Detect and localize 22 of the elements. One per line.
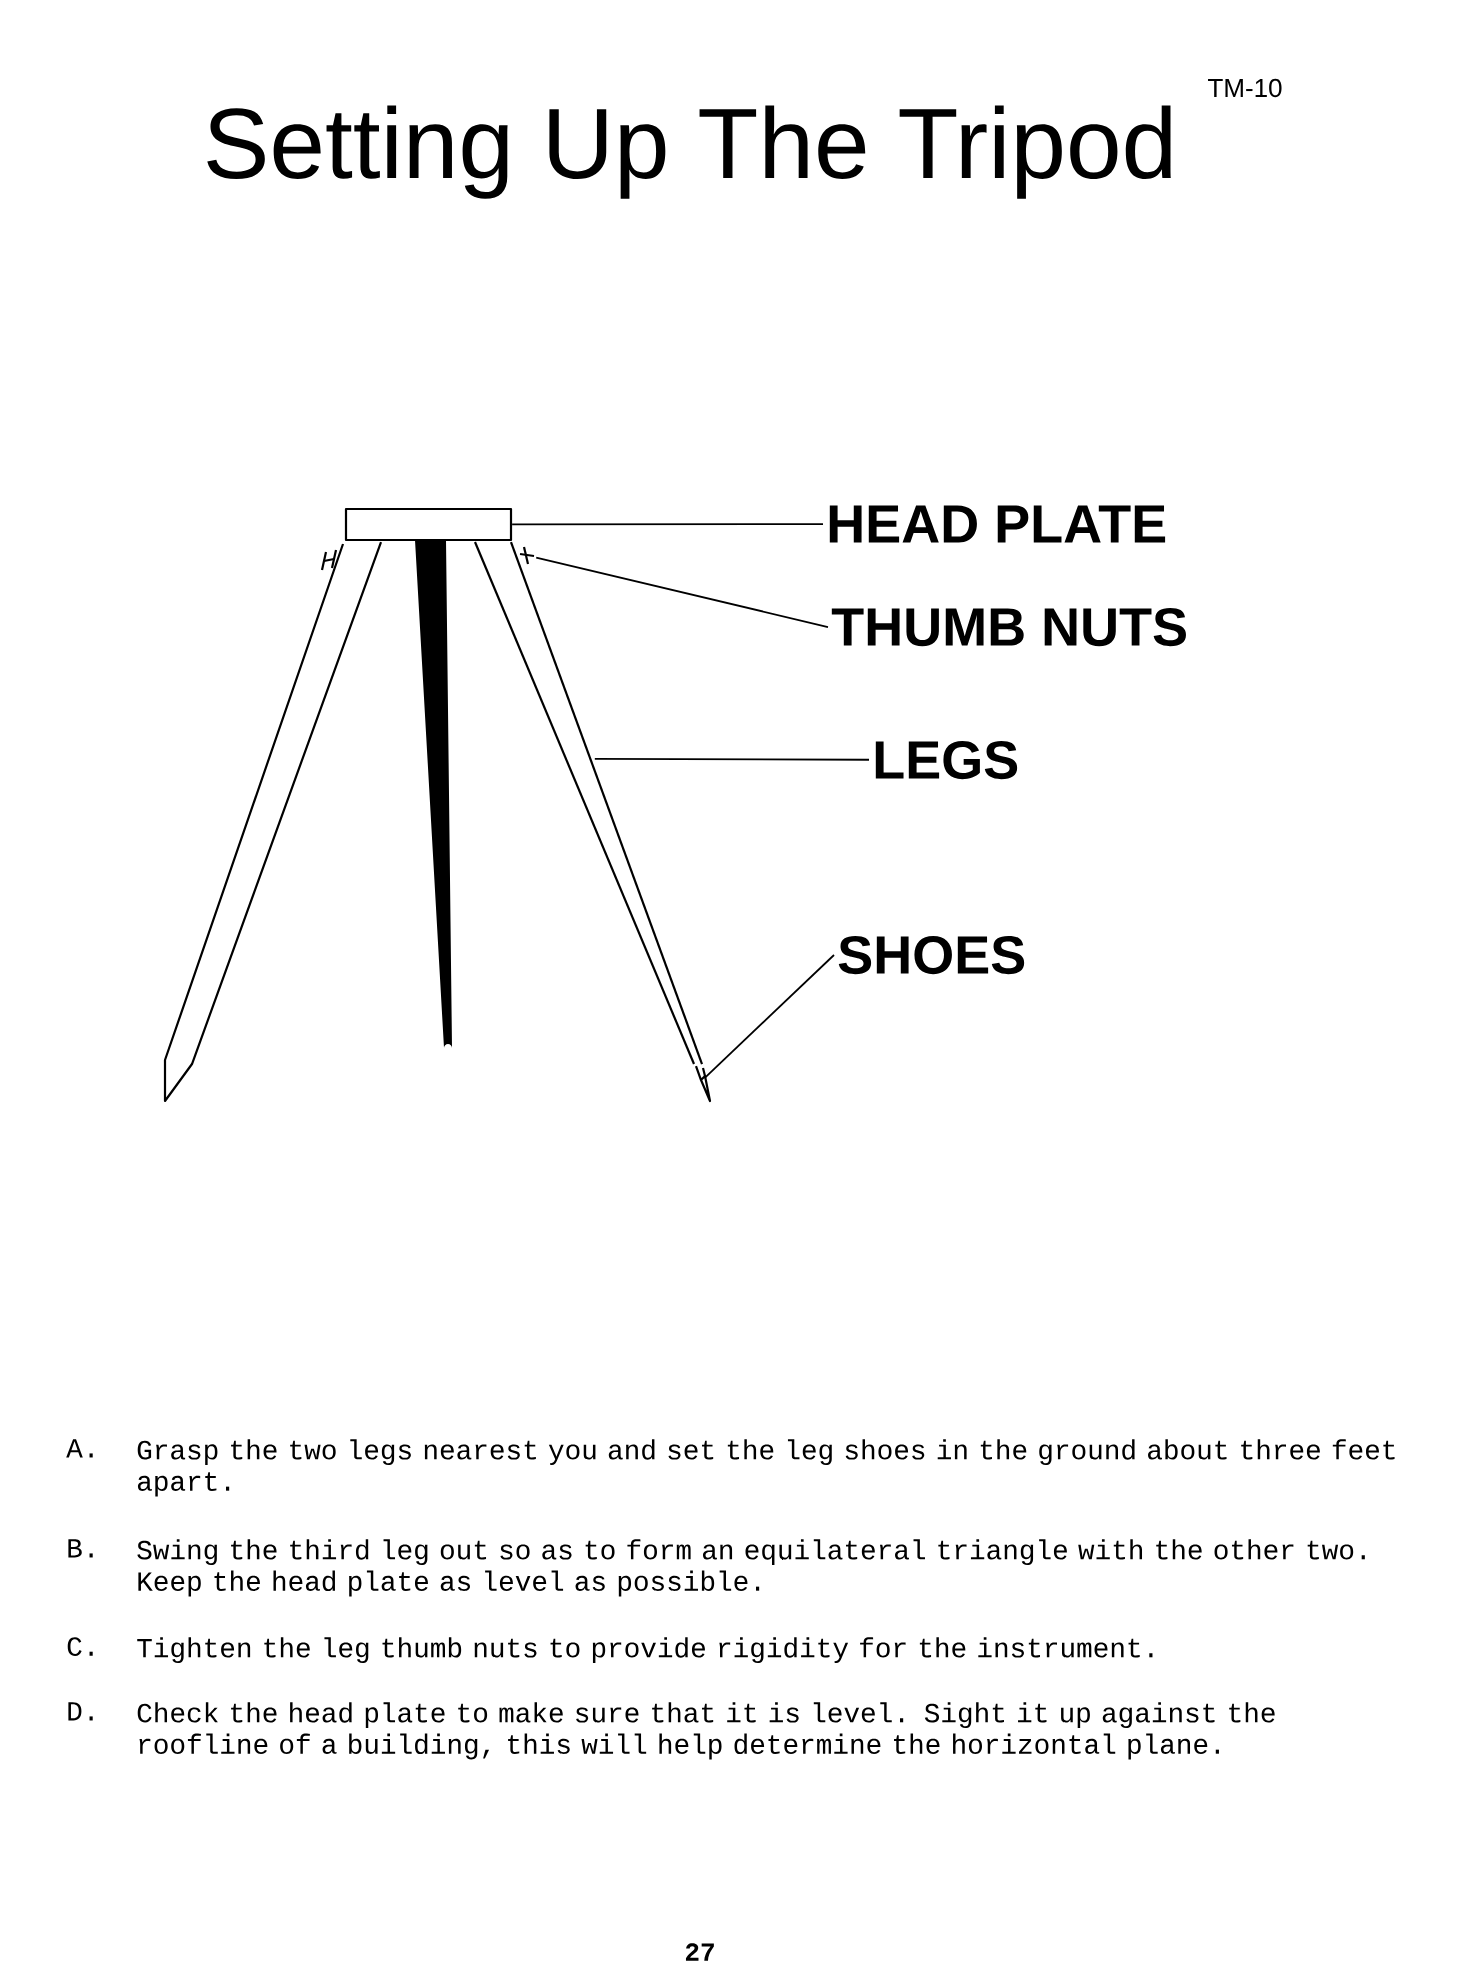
leg xyxy=(474,541,704,1065)
step-letter: C. xyxy=(67,1637,93,1656)
instruction-text: Grasp the two legs nearest you and set the leg shoes in the ground about three feet apart. xyxy=(137,1439,1395,1497)
part-label: THUMB NUTS xyxy=(831,607,1186,647)
title: Setting Up The Tripod xyxy=(207,105,1171,199)
leader-line xyxy=(535,556,829,628)
leg-shoe xyxy=(694,1065,712,1103)
page-number: 27 xyxy=(685,1943,714,1961)
part-label: LEGS xyxy=(875,740,1018,780)
leader-line xyxy=(703,954,835,1079)
instruction-text: Tighten the leg thumb nuts to provide rigidity for the instrument. xyxy=(137,1637,1153,1664)
part-label: SHOES xyxy=(838,935,1025,975)
instruction-text: Check the head plate to make sure that it is level. Sight it up against the roofline of a building, this will help determine the horizontal plane. xyxy=(137,1702,1275,1760)
head-plate xyxy=(344,507,513,542)
leader-line xyxy=(511,523,824,526)
step-letter: B. xyxy=(68,1539,93,1558)
step-letter: A. xyxy=(66,1439,93,1458)
part-label: HEAD PLATE xyxy=(829,505,1166,543)
code-label: TM-10 xyxy=(1208,78,1282,98)
step-letter: D. xyxy=(68,1702,93,1721)
leader-line xyxy=(593,757,870,761)
instruction-text: Swing the third leg out so as to form an equilateral triangle with the other two. Keep the head plate as level as possible. xyxy=(137,1539,1365,1597)
